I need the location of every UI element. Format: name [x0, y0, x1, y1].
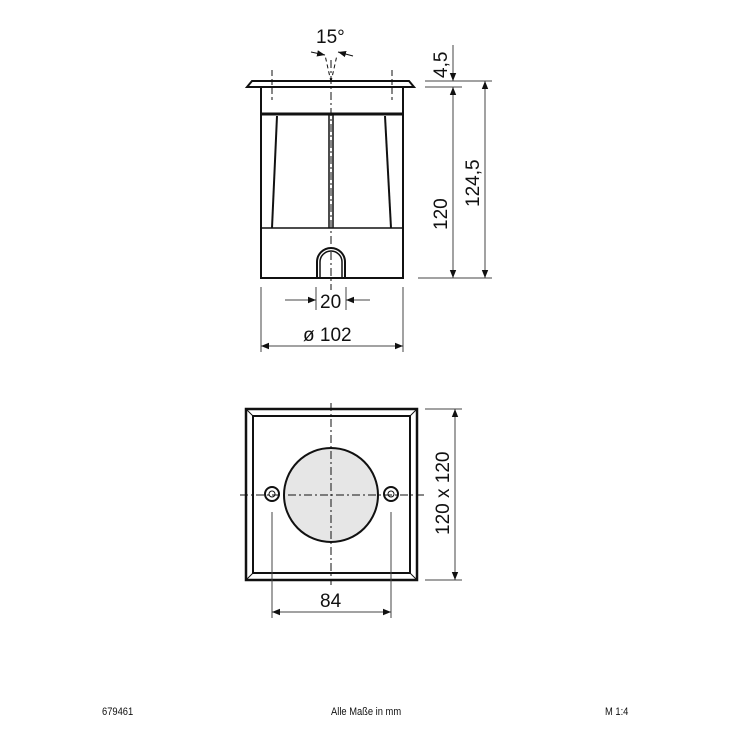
- dim-size: 120 x 120: [433, 452, 454, 535]
- dim-diameter: ø 102: [303, 325, 352, 346]
- top-dimensions: [271, 408, 462, 618]
- article-number: 679461: [102, 706, 134, 718]
- dim-slot-width: 20: [320, 292, 341, 313]
- dim-flange-height: 4,5: [431, 52, 452, 78]
- dim-body-height: 120: [431, 198, 452, 230]
- screw-right: [383, 486, 399, 502]
- dim-total-height: 124,5: [463, 159, 484, 207]
- width-dimensions: [260, 287, 404, 352]
- screw-left: [264, 486, 280, 502]
- height-dimensions: [418, 45, 492, 279]
- top-view: [240, 403, 424, 585]
- side-view: [244, 50, 417, 290]
- units-note: Alle Maße in mm: [331, 706, 402, 718]
- angle-label: 15°: [316, 27, 345, 48]
- body: [260, 86, 404, 279]
- dim-screw-spacing: 84: [320, 591, 342, 612]
- scale-label: M 1:4: [605, 706, 629, 718]
